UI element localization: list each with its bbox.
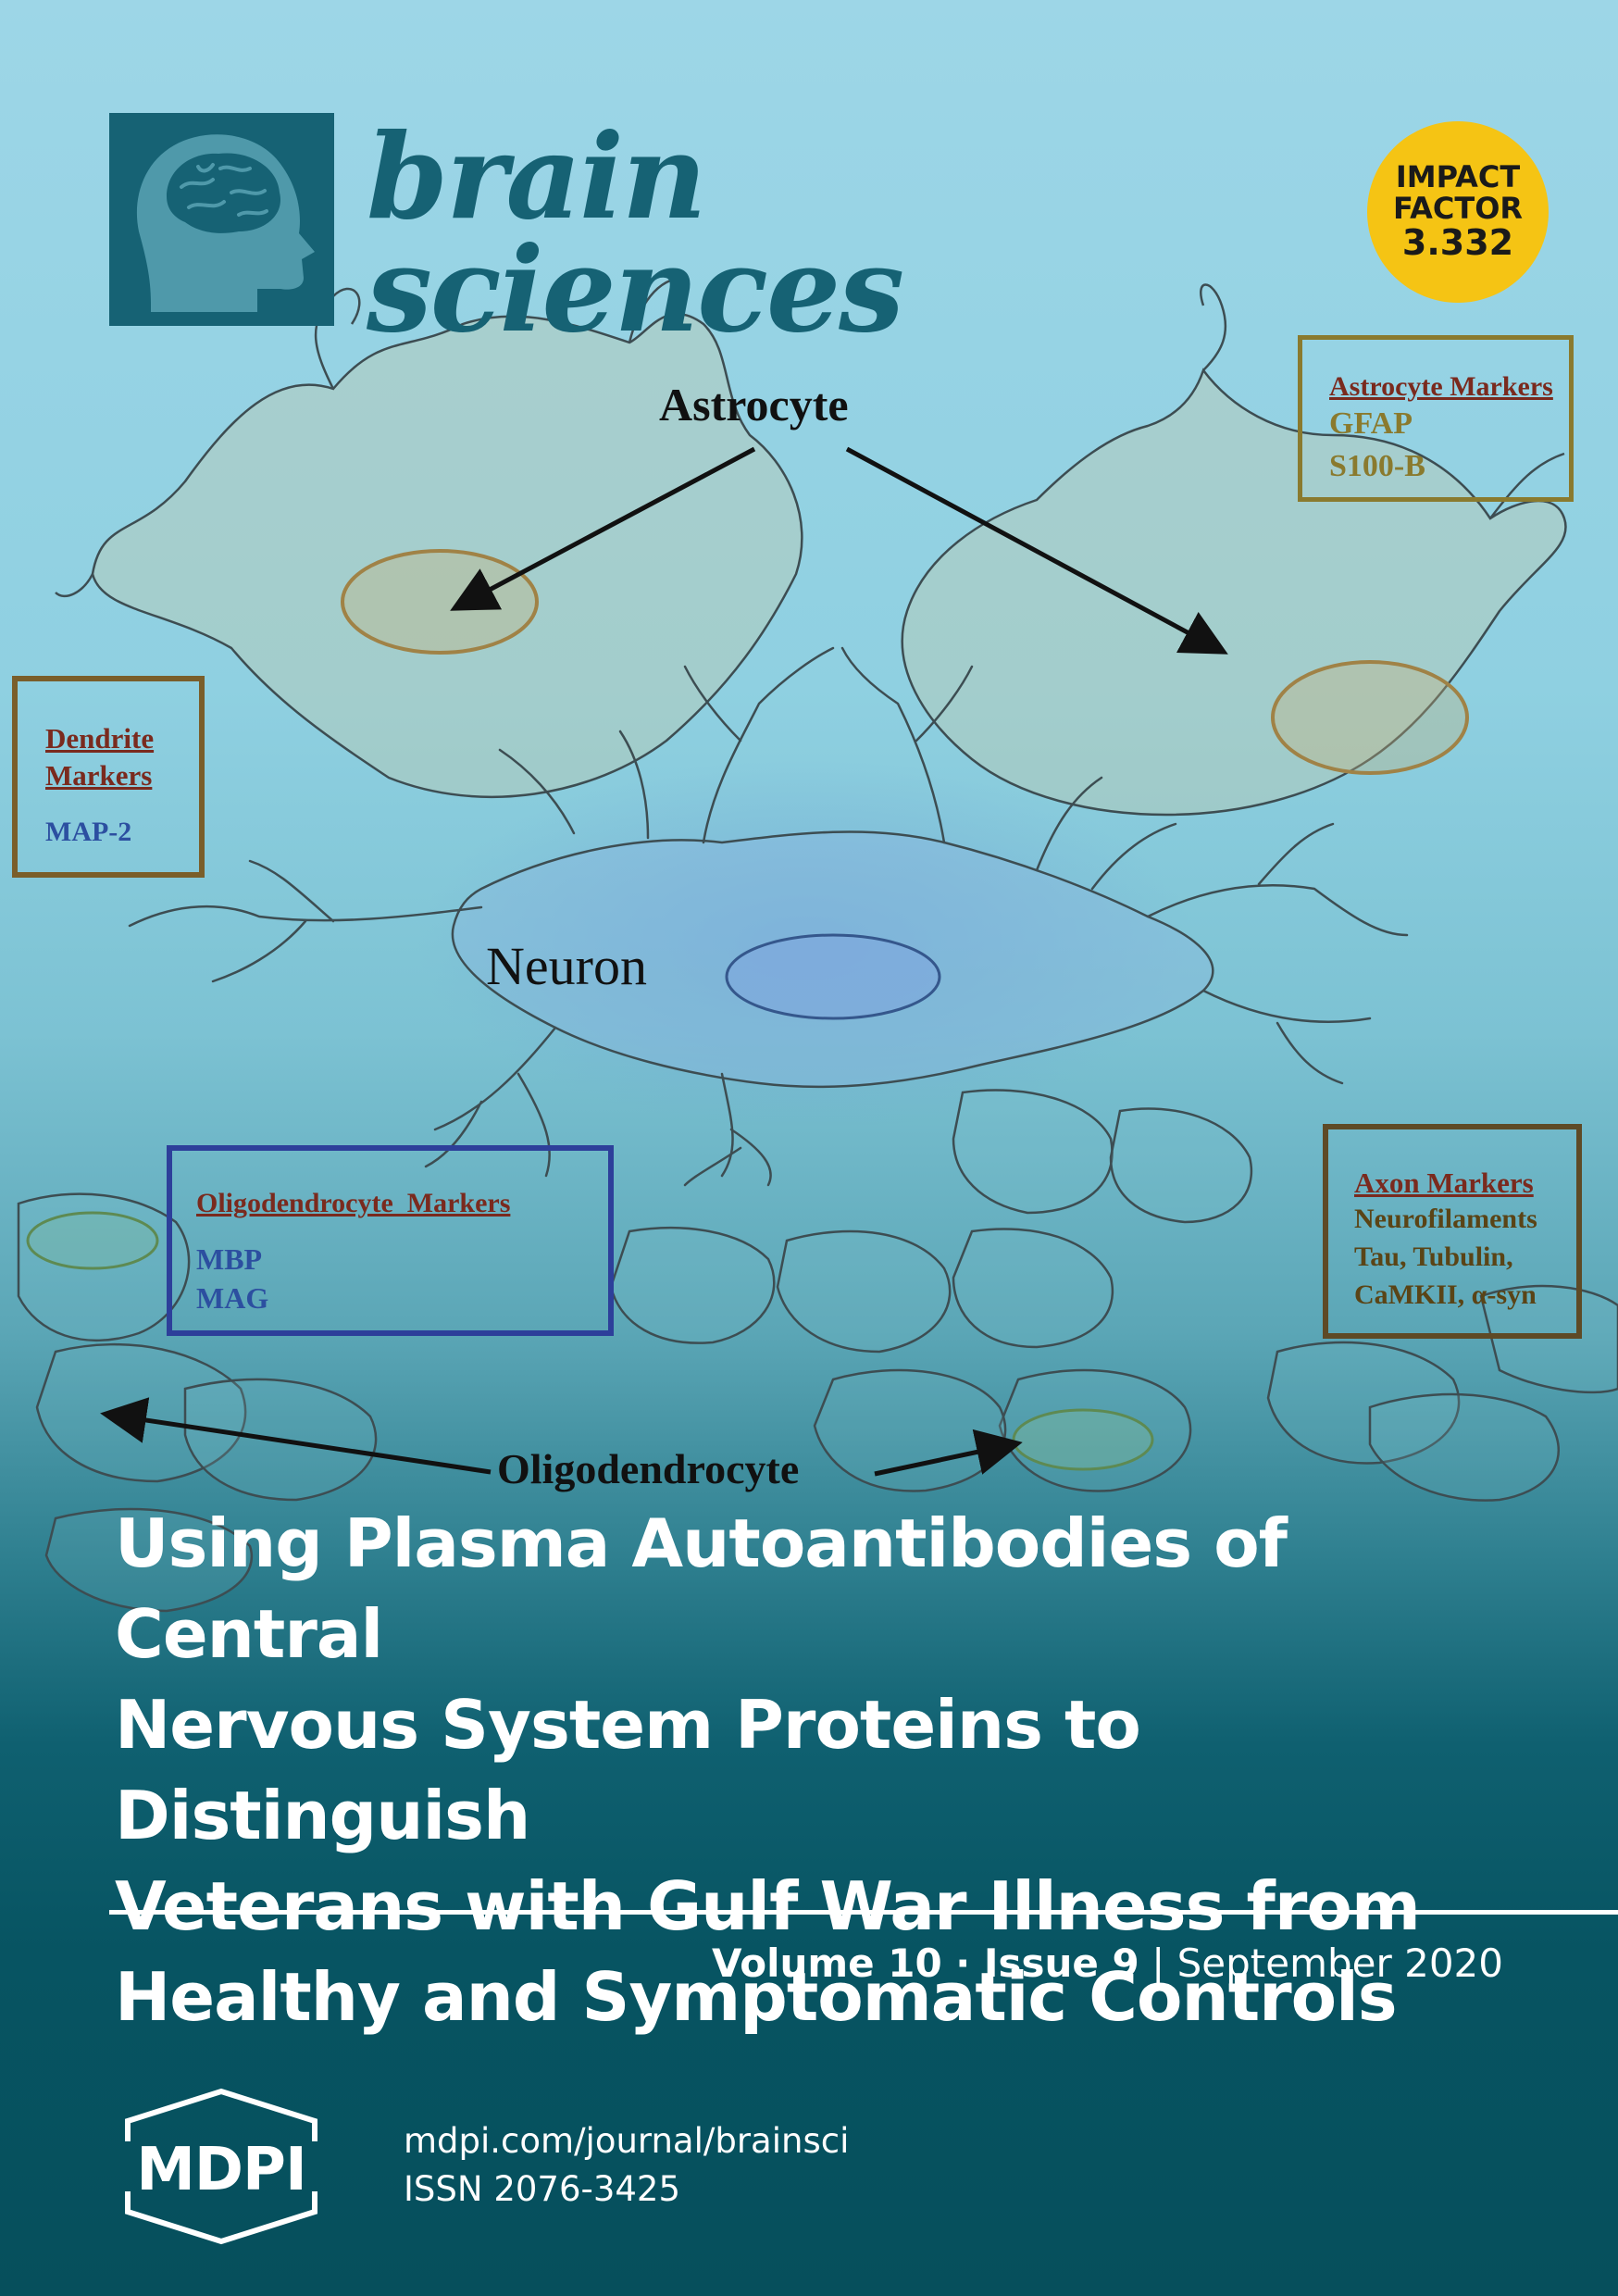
axon-markers-box: Axon Markers Neurofilaments Tau, Tubulin…	[1323, 1124, 1582, 1339]
axon-marker-item: Neurofilaments	[1354, 1204, 1537, 1234]
issue-divider: |	[1139, 1940, 1177, 1986]
label-astrocyte: Astrocyte	[659, 379, 849, 430]
article-title-line: Using Plasma Autoantibodies of Central	[115, 1504, 1288, 1673]
journal-name-line1: brain	[367, 108, 707, 245]
arrow-astrocyte-left	[450, 446, 756, 611]
article-title-line: Veterans with Gulf War Illness from	[115, 1867, 1421, 1945]
left-astrocyte-nucleus	[341, 549, 539, 655]
volume: Volume 10	[712, 1940, 942, 1986]
arrow-astrocyte-right	[845, 446, 1228, 655]
astrocyte-marker-item: S100-B	[1329, 449, 1425, 483]
axon-marker-item: Tau, Tubulin,	[1354, 1242, 1513, 1272]
issue-line: Volume 10 · Issue 9 | September 2020	[712, 1940, 1503, 1986]
oligodendrocyte-nucleus	[1012, 1408, 1154, 1471]
article-title-line: Healthy and Symptomatic Controls	[115, 1958, 1398, 2036]
brain-head-icon	[136, 134, 315, 312]
right-astrocyte-body	[901, 368, 1567, 817]
impact-factor-badge: IMPACT FACTOR 3.332	[1367, 121, 1549, 303]
astrocyte-markers-title: Astrocyte Markers	[1329, 371, 1553, 402]
axon-marker-item: CaMKII, α-syn	[1354, 1279, 1537, 1310]
left-astrocyte-body	[91, 312, 803, 799]
dendrite-markers-box: Dendrite Markers MAP-2	[12, 676, 205, 878]
dendrite-markers-title-line2: Markers	[45, 759, 153, 792]
impact-factor-line1: IMPACT	[1395, 159, 1521, 195]
cell-illustration	[17, 276, 1618, 1613]
arrow-oligodendrocyte-right	[874, 1429, 1023, 1477]
astrocyte-marker-item: GFAP	[1329, 406, 1413, 441]
issue-number: Issue 9	[983, 1940, 1139, 1986]
impact-factor-value: 3.332	[1401, 221, 1514, 263]
oligodendrocyte-markers-title: Oligodendrocyte Markers	[196, 1188, 511, 1218]
label-oligodendrocyte: Oligodendrocyte	[497, 1445, 800, 1492]
oligodendrocyte-marker-item: MAG	[196, 1281, 269, 1315]
impact-factor-line2: FACTOR	[1392, 191, 1524, 227]
neuron-nucleus	[725, 933, 941, 1020]
dendrite-marker-item: MAP-2	[45, 817, 132, 847]
article-title-line: Nervous System Proteins to Distinguish	[115, 1686, 1141, 1854]
publisher-logo: MDPI	[104, 2088, 339, 2245]
issn: ISSN 2076-3425	[404, 2169, 680, 2209]
oligodendrocyte-marker-item: MBP	[196, 1242, 263, 1276]
astrocyte-markers-box: Astrocyte Markers GFAP S100-B	[1298, 335, 1574, 502]
oligodendrocyte-markers-box: Oligodendrocyte Markers MBP MAG	[167, 1145, 614, 1336]
label-neuron: Neuron	[486, 936, 647, 996]
arrow-oligodendrocyte-left	[100, 1397, 492, 1475]
journal-url[interactable]: mdpi.com/journal/brainsci	[404, 2121, 850, 2161]
axon-markers-title: Axon Markers	[1354, 1167, 1534, 1199]
mdpi-hexagon-logo	[125, 2088, 317, 2245]
journal-name-line2: sciences	[367, 221, 904, 358]
publisher-name: MDPI	[136, 2136, 307, 2204]
dendrite-markers-title-line1: Dendrite	[45, 722, 155, 755]
right-astrocyte-nucleus	[1271, 660, 1469, 775]
issue-separator: ·	[941, 1940, 984, 1986]
journal-logo-box	[109, 113, 334, 326]
article-title: Using Plasma Autoantibodies of Central N…	[115, 1498, 1559, 2042]
issue-date: September 2020	[1176, 1940, 1503, 1986]
divider-rule	[109, 1910, 1618, 1915]
